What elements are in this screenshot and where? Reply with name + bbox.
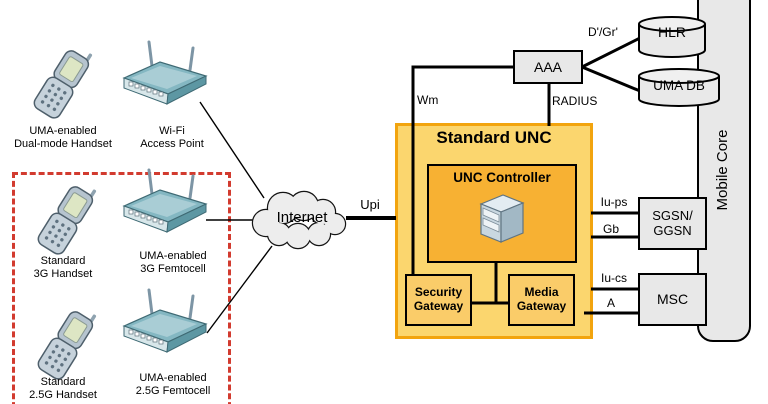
wm-interface-label: Wm [417,93,439,107]
d-gr-interface-label: D'/Gr' [588,25,618,39]
standard-unc-title: Standard UNC [436,128,552,147]
sgsn-ggsn-box: SGSN/ GGSN [638,197,707,250]
internet-label: Internet [276,209,328,226]
hlr-label: HLR [657,24,686,40]
server-icon [480,194,524,243]
line-aaa-umadb [581,65,641,93]
upi-interface-label: Upi [360,197,380,212]
gb-interface-label: Gb [602,222,619,236]
iu-cs-interface-label: Iu-cs [600,271,627,285]
wifi-access-point-icon [122,40,208,106]
uma-2-5g-femtocell-label: UMA-enabled 2.5G Femtocell [135,372,211,398]
a-interface-label: A [606,296,615,310]
msc-box: MSC [638,273,707,326]
line-aaa-hlr [581,36,641,69]
uma-3g-femtocell-label: UMA-enabled 3G Femtocell [139,250,207,276]
unc-controller-title: UNC Controller [453,170,551,185]
standard-2-5g-handset-icon [34,303,98,383]
uma-2-5g-femtocell-icon [122,288,208,354]
hlr-database-icon [638,16,706,58]
mobile-core-label: Mobile Core [714,129,731,211]
standard-3g-handset-icon [34,178,98,258]
uma-db-label: UMA DB [653,78,705,93]
standard-2-5g-handset-label: Standard 2.5G Handset [29,376,97,402]
dual-mode-handset-icon [30,42,94,122]
security-gateway-box: Security Gateway [405,274,472,326]
uma-3g-femtocell-icon [122,168,208,234]
wifi-access-point-label: Wi-Fi Access Point [140,125,204,151]
radius-interface-label: RADIUS [552,94,598,108]
dual-mode-handset-label: UMA-enabled Dual-mode Handset [14,125,112,151]
media-gateway-box: Media Gateway [508,274,575,326]
internet-cloud-shape [251,190,347,250]
aaa-box: AAA [513,50,583,84]
iu-ps-interface-label: Iu-ps [600,195,628,209]
standard-3g-handset-label: Standard 3G Handset [33,255,93,281]
